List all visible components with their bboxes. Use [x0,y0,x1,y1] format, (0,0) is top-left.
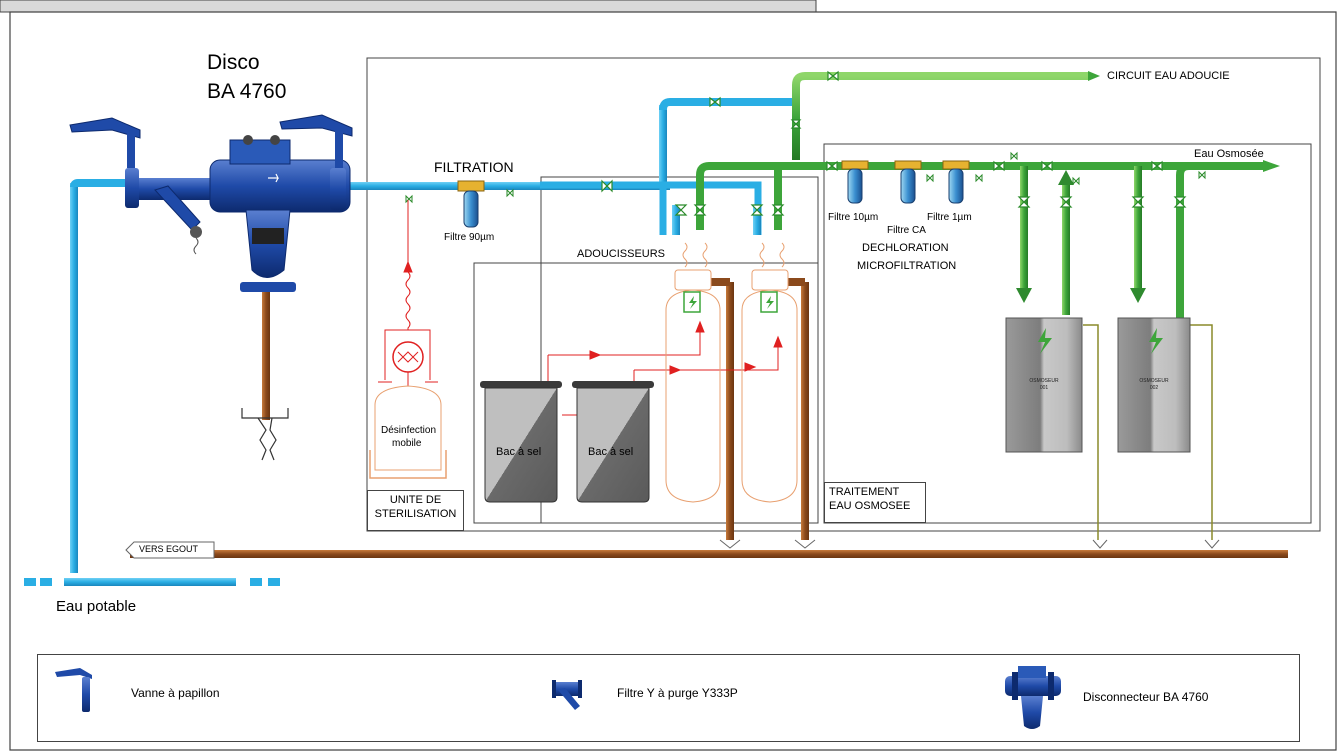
legend-box [37,654,1300,742]
osmosis-zone-label: TRAITEMENT EAU OSMOSEE [824,482,926,523]
softener-vessels [665,242,798,503]
potable-water-label: Eau potable [56,598,137,615]
sterilisation-zone-line1: UNITE DE [389,494,442,506]
filter-cartridges [841,160,970,204]
zone-softeners-inner [473,262,819,524]
disconnecteur-ba4760 [69,114,353,292]
circuit-label: CIRCUIT EAU ADOUCIE [1107,70,1230,82]
desinfection-label-1: Désinfection [381,425,437,436]
softened-main-pipe [696,162,1265,230]
osmosis-zone-line2: EAU OSMOSEE [829,500,911,512]
legend-yfilter-icon [552,680,582,710]
osmosis-zone-line1: TRAITEMENT [829,486,900,498]
drain-main-pipe [130,550,1288,558]
sterilisation-zone-line2: STERILISATION [374,508,457,520]
filtration-label: FILTRATION [434,159,514,175]
dechloration-label: DECHLORATION [862,242,949,254]
potable-main-pipe [64,578,236,586]
legend-butterfly-label: Vanne à papillon [131,686,220,700]
filter-90-label: Filtre 90µm [444,232,495,243]
sterilisation-zone-label: UNITE DE STERILISATION [367,490,464,531]
drain-softener1 [726,282,734,540]
desinfection-label-2: mobile [392,438,422,449]
salt-tank-1 [480,381,562,503]
drain-softener2 [801,282,809,540]
header-strip [0,0,817,13]
osmoseur-001 [1005,317,1083,453]
zone-osmosis [823,143,1312,524]
softeners-label: ADOUCISSEURS [577,248,666,260]
disco-funnel [241,408,289,461]
osmoseur-002 [1117,317,1191,453]
softened-circuit-pipe [792,72,1090,160]
salt-tank-1-label: Bac à sel [496,446,542,458]
osmoseur-2-label-b: 002 [1149,385,1159,391]
desinfection-vessel [374,385,442,471]
potable-riser [70,183,78,573]
salt-tank-2 [572,381,654,503]
filtration-pipe [340,182,670,190]
device-title-line1: Disco [207,51,260,74]
salt-tank-2-label: Bac à sel [588,446,634,458]
filter-ca-label: Filtre CA [887,225,926,236]
outer-frame [9,11,1337,751]
legend-disconnecteur-label: Disconnecteur BA 4760 [1083,690,1209,704]
device-title-line2: BA 4760 [207,80,287,103]
sterilisation-lines [378,200,438,388]
vers-egout-tag [125,541,215,559]
legend-yfilter-label: Filtre Y à purge Y333P [617,686,738,700]
zone-main [366,57,1321,532]
microfiltration-label: MICROFILTRATION [857,260,957,272]
filter-10-label: Filtre 10µm [828,212,879,223]
legend-disconnecteur-icon [1005,666,1061,729]
drain-disco [262,290,270,420]
filter-90-housing [457,180,485,228]
osmoseur-2-label-a: OSMOSEUR [1139,378,1169,384]
filter-1-label: Filtre 1µm [927,212,972,223]
legend-butterfly-icon [55,668,92,712]
vers-egout-label: VERS EGOUT [139,544,199,554]
osmoseur-1-label-a: OSMOSEUR [1029,378,1059,384]
osmoseur-1-label-b: 001 [1039,385,1049,391]
osmosed-water-label: Eau Osmosée [1194,148,1264,160]
